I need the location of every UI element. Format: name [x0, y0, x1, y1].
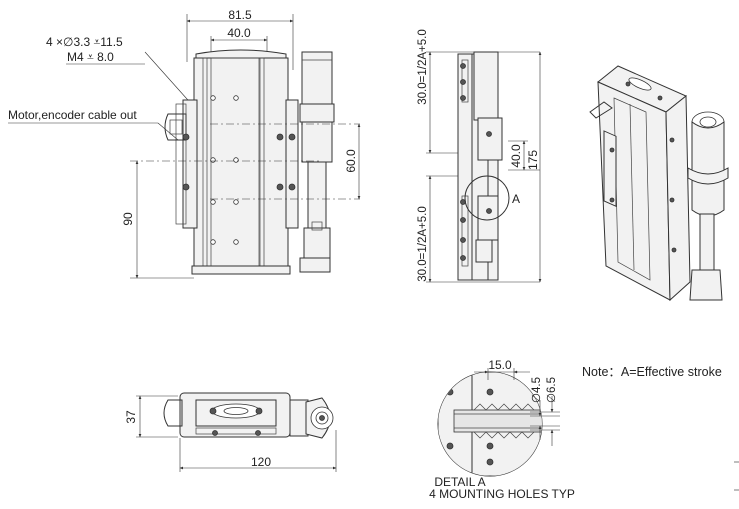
dim-height-label: 90	[121, 212, 135, 226]
dim-total: 175	[526, 150, 540, 170]
detail-dim-d1: ∅4.5	[531, 377, 543, 403]
bottom-dim-height: 37	[124, 410, 138, 424]
detail-dim-d2: ∅6.5	[546, 377, 558, 403]
detail-dim-spacing: 15.0	[488, 358, 512, 372]
detail-marker: A	[512, 192, 520, 206]
front-view: 81.5 40.0 4 ×∅3.3 ⩡11.5 M4 ⩡ 8.0 Motor,e…	[8, 8, 361, 279]
cable-label: Motor,encoder cable out	[8, 108, 137, 122]
dim-bottom-stroke: 30.0=1/2A+5.0	[417, 206, 429, 281]
detail-a: 15.0 ∅4.5 ∅6.5 DETAIL A 4 MOUNTING HOLES…	[429, 358, 575, 501]
dim-inner-label: 40.0	[227, 26, 251, 40]
side-view: 30.0=1/2A+5.0 30.0=1/2A+5.0 40.0 175 A	[417, 29, 542, 283]
bottom-view: 37 120	[124, 392, 337, 472]
dim-top-stroke: 30.0=1/2A+5.0	[417, 29, 429, 104]
hole-spec-1: 4 ×∅3.3 ⩡11.5	[46, 35, 123, 49]
hole-spec-2: M4 ⩡ 8.0	[67, 50, 114, 64]
dim-width-label: 81.5	[228, 8, 252, 22]
detail-title: DETAIL A	[434, 475, 485, 489]
note-text: Note：A=Effective stroke	[582, 365, 722, 379]
isometric-view	[589, 65, 729, 302]
dim-pitch-label: 60.0	[344, 149, 358, 173]
bottom-dim-width: 120	[251, 455, 271, 469]
dim-mid: 40.0	[509, 144, 523, 168]
detail-subtitle: 4 MOUNTING HOLES TYP	[429, 487, 575, 501]
